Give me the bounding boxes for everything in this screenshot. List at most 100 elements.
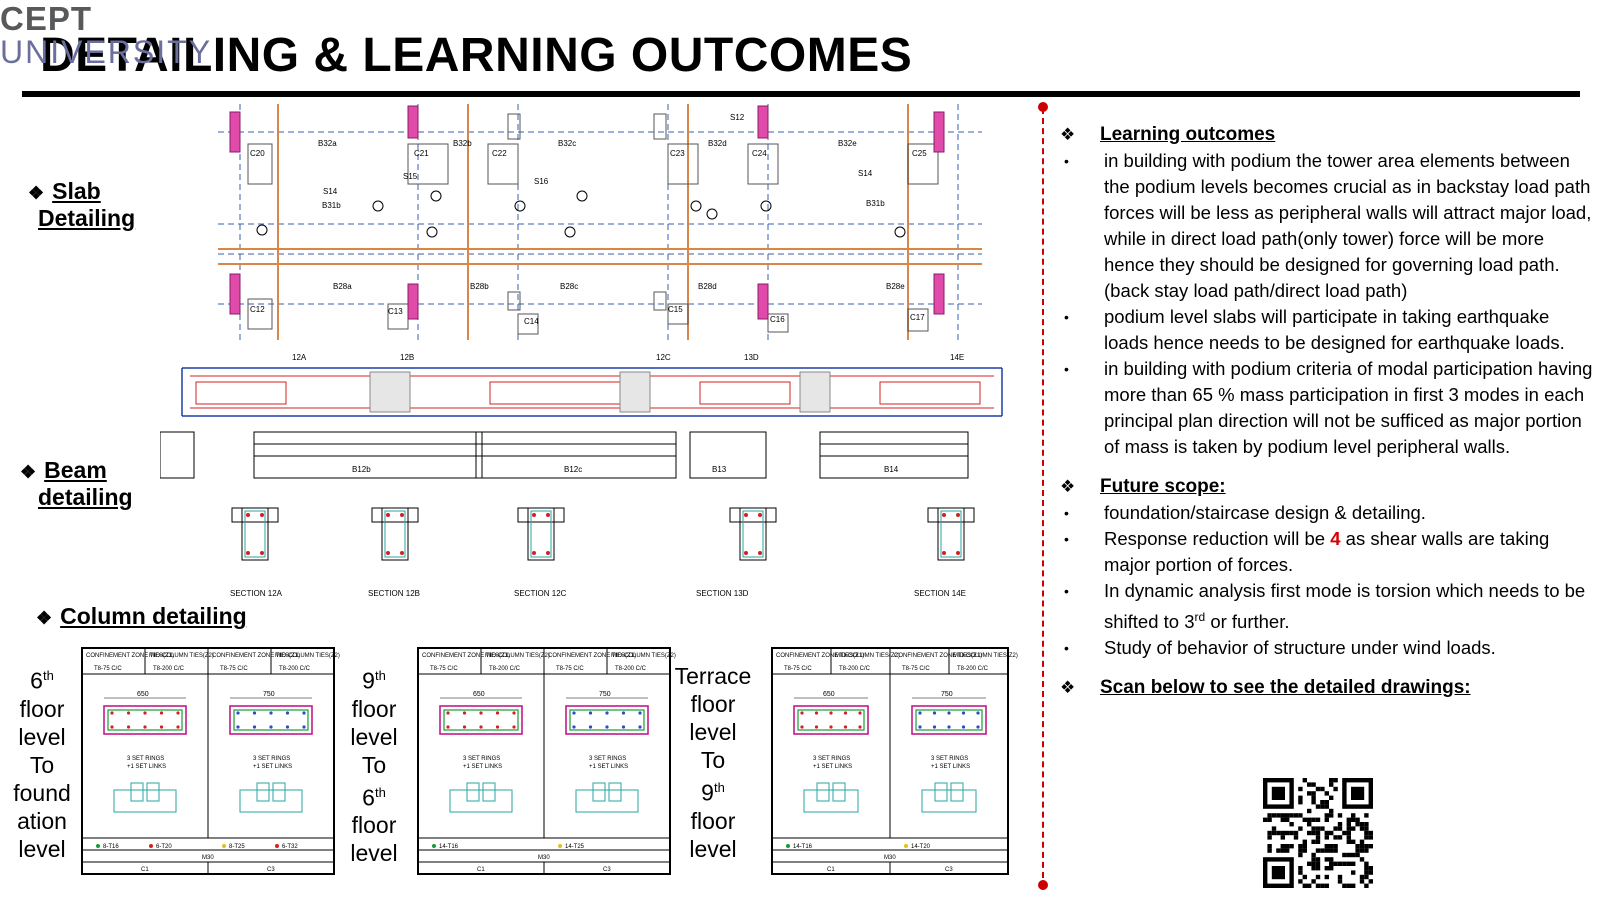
- svg-text:B32e: B32e: [838, 139, 857, 148]
- learning-outcomes-heading: ❖ Learning outcomes: [1060, 122, 1595, 148]
- dimension-label: 750: [599, 691, 611, 698]
- table-header: CONFINEMENT ZONE TIES(Z1): [894, 653, 982, 659]
- dimension-label: 750: [941, 691, 953, 698]
- table-cell: T8-75 C/C: [902, 666, 930, 672]
- links-label: +1 SET LINKS: [813, 764, 852, 770]
- column-id: C3: [603, 867, 611, 873]
- table-cell: T8-200 C/C: [153, 666, 185, 672]
- list-item: •in building with podium the tower area …: [1060, 148, 1595, 304]
- bar-label: 14-T16: [439, 844, 459, 850]
- list-item: •in building with podium criteria of mod…: [1060, 356, 1595, 460]
- floor-label-9th-to-6th: 9th floor level To 6th floor level: [350, 667, 398, 867]
- svg-text:B28e: B28e: [886, 282, 905, 291]
- table-header: CONFINEMENT ZONE TIES(Z1): [422, 653, 510, 659]
- table-cell: T8-200 C/C: [279, 666, 311, 672]
- logo-line-2: UNIVERSITY: [0, 34, 213, 70]
- table-header: MID-COLUMN TIES(Z2): [835, 653, 900, 659]
- svg-text:13D: 13D: [744, 353, 759, 362]
- column-id: C1: [477, 867, 485, 873]
- dimension-label: 650: [473, 691, 485, 698]
- table-header: CONFINEMENT ZONE TIES(Z1): [86, 653, 174, 659]
- column-section: [439, 705, 523, 735]
- svg-text:SECTION 14E: SECTION 14E: [914, 589, 966, 598]
- bar-label: 6-T20: [156, 844, 172, 850]
- svg-text:C16: C16: [770, 315, 785, 324]
- svg-text:B28b: B28b: [470, 282, 489, 291]
- diamond-bullet-icon: ❖: [36, 608, 53, 628]
- svg-text:SECTION 12B: SECTION 12B: [368, 589, 420, 598]
- bullet-icon: •: [1064, 505, 1069, 521]
- list-item: •In dynamic analysis first mode is torsi…: [1060, 578, 1595, 635]
- bar-label: 8-T16: [103, 844, 119, 850]
- table-header: MID-COLUMN TIES(Z2): [149, 653, 214, 659]
- links-label: +1 SET LINKS: [589, 764, 628, 770]
- diamond-bullet-icon: ❖: [1060, 125, 1076, 144]
- bullet-icon: •: [1064, 309, 1069, 325]
- svg-text:C12: C12: [250, 305, 265, 314]
- svg-text:S14: S14: [323, 187, 338, 196]
- svg-text:SECTION 12C: SECTION 12C: [514, 589, 567, 598]
- logo-line-1: CEPT: [0, 0, 93, 37]
- column-id: C1: [141, 867, 149, 873]
- bar-label: 6-T32: [282, 844, 298, 850]
- svg-text:12B: 12B: [400, 353, 414, 362]
- links-label: +1 SET LINKS: [931, 764, 970, 770]
- table-cell: T8-200 C/C: [489, 666, 521, 672]
- divider-dot-bottom: [1038, 880, 1048, 890]
- svg-text:S12: S12: [730, 113, 745, 122]
- rings-label: 3 SET RINGS: [589, 756, 626, 762]
- svg-text:S16: S16: [534, 177, 549, 186]
- diamond-bullet-icon: ❖: [1060, 477, 1076, 496]
- table-header: MID-COLUMN TIES(Z2): [485, 653, 550, 659]
- section-divider: [1042, 108, 1044, 888]
- svg-text:B31b: B31b: [866, 199, 885, 208]
- svg-text:B32c: B32c: [558, 139, 576, 148]
- slab-detailing-label: ❖Slab Detailing: [28, 178, 136, 231]
- cept-university-logo: CEPT UNIVERSITY: [0, 0, 210, 70]
- list-item: •foundation/staircase design & detailing…: [1060, 500, 1595, 526]
- title-rule: [22, 91, 1580, 97]
- dimension-label: 650: [823, 691, 835, 698]
- svg-text:C21: C21: [414, 149, 429, 158]
- svg-text:B14: B14: [884, 465, 899, 474]
- qr-code[interactable]: [1263, 778, 1373, 888]
- links-label: +1 SET LINKS: [127, 764, 166, 770]
- page-title: DETAILING & LEARNING OUTCOMES: [40, 29, 913, 82]
- table-cell: T8-200 C/C: [615, 666, 647, 672]
- dimension-label: 750: [263, 691, 275, 698]
- svg-text:B32b: B32b: [453, 139, 472, 148]
- diamond-bullet-icon: ❖: [28, 183, 45, 203]
- bar-label: 14-T16: [793, 844, 813, 850]
- svg-text:B12c: B12c: [564, 465, 582, 474]
- column-section: [103, 705, 187, 735]
- learning-outcomes-panel: ❖ Learning outcomes •in building with po…: [1060, 118, 1595, 701]
- rings-label: 3 SET RINGS: [127, 756, 164, 762]
- column-id: C3: [945, 867, 953, 873]
- table-cell: T8-200 C/C: [957, 666, 989, 672]
- svg-text:12A: 12A: [292, 353, 307, 362]
- svg-text:B32a: B32a: [318, 139, 337, 148]
- svg-text:C24: C24: [752, 149, 767, 158]
- future-scope-list: •foundation/staircase design & detailing…: [1060, 500, 1595, 661]
- links-label: +1 SET LINKS: [253, 764, 292, 770]
- grade-label: M30: [884, 855, 896, 861]
- svg-text:B13: B13: [712, 465, 727, 474]
- divider-dot-top: [1038, 102, 1048, 112]
- svg-text:B31b: B31b: [322, 201, 341, 210]
- svg-text:C14: C14: [524, 317, 539, 326]
- list-item: •podium level slabs will participate in …: [1060, 304, 1595, 356]
- column-section: [565, 705, 649, 735]
- floor-label-terrace-to-9th: Terrace floor level To 9th floor level: [674, 663, 752, 862]
- svg-text:C17: C17: [910, 313, 925, 322]
- grade-label: M30: [538, 855, 550, 861]
- learning-outcomes-list: •in building with podium the tower area …: [1060, 148, 1595, 460]
- table-cell: T8-75 C/C: [94, 666, 122, 672]
- column-section: [229, 705, 313, 735]
- future-scope-heading: ❖ Future scope:: [1060, 474, 1595, 500]
- svg-text:C22: C22: [492, 149, 507, 158]
- svg-text:SECTION 12A: SECTION 12A: [230, 589, 283, 598]
- table-cell: T8-75 C/C: [430, 666, 458, 672]
- table-cell: T8-75 C/C: [784, 666, 812, 672]
- table-cell: T8-200 C/C: [839, 666, 871, 672]
